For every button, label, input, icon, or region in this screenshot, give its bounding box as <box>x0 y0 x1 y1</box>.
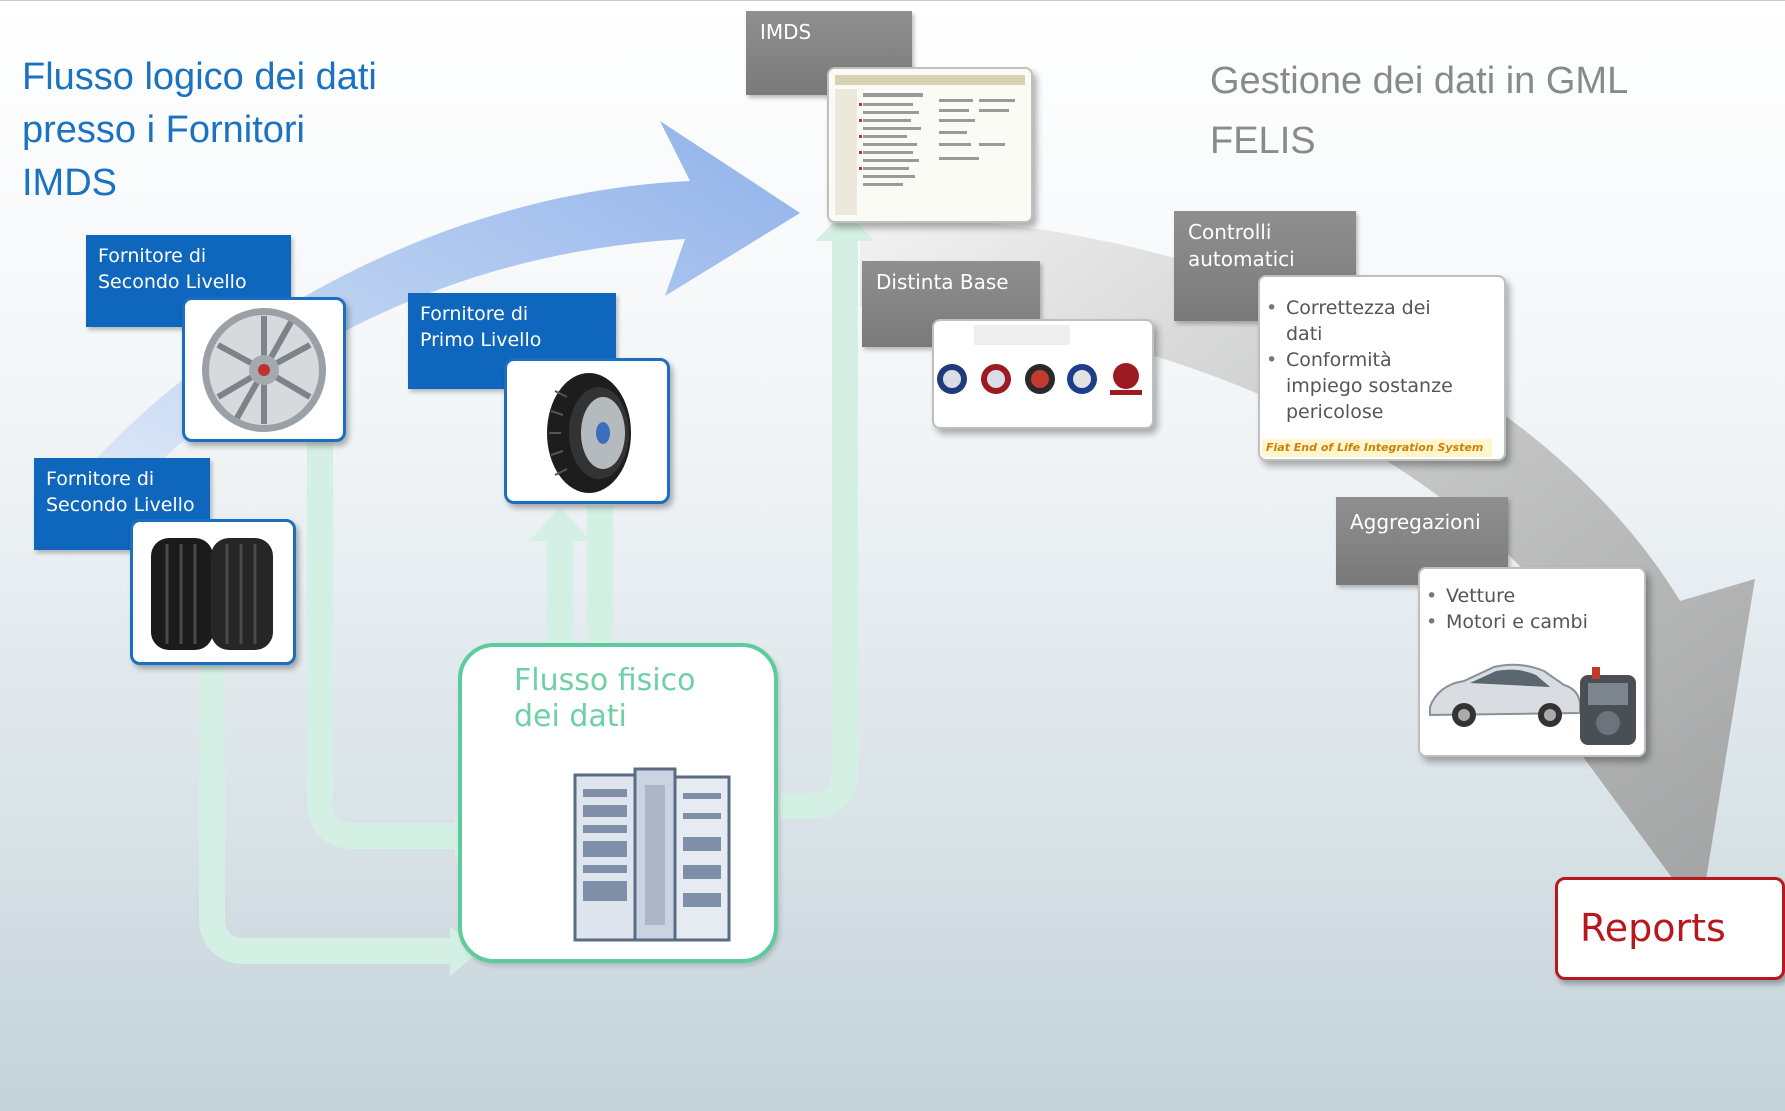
controlli-label-line: automatici <box>1188 247 1295 271</box>
imds-label-text: IMDS <box>760 20 812 44</box>
imds-screenshot-icon <box>829 69 1031 221</box>
physical-flow-arrowhead-tyre <box>530 506 590 541</box>
car-engine-icon <box>1429 663 1636 745</box>
distinta-base-label-text: Distinta Base <box>876 270 1009 294</box>
supplier-label-line: Fornitore di <box>98 245 207 267</box>
brand-logos-icon <box>937 325 1142 395</box>
logical-flow-title-line-1: Flusso logico dei dati <box>22 56 377 98</box>
aggregazioni-label-text: Aggregazioni <box>1350 510 1481 534</box>
bullet-line: pericolose <box>1286 401 1384 423</box>
physical-flow-title-line: dei dati <box>514 699 627 734</box>
gml-title: Gestione dei dati in GML FELIS <box>1210 51 1730 171</box>
aggregazioni-bullet-motori: Motori e cambi <box>1420 609 1644 635</box>
logical-flow-title: Flusso logico dei dati presso i Fornitor… <box>22 51 482 210</box>
supplier-label-line: Fornitore di <box>420 303 529 325</box>
aggregazioni-bullet-vetture: Vetture <box>1420 583 1644 609</box>
supplier-label-line: Secondo Livello <box>46 494 195 516</box>
controlli-bullet-correctness: Correttezza dei dati <box>1260 295 1504 347</box>
tyre-icon <box>547 373 631 493</box>
bullet-line: Conformità <box>1286 349 1392 371</box>
tyres-pair-icon <box>151 538 273 650</box>
tyres-pair-card <box>130 519 296 665</box>
physical-flow-title-line: Flusso fisico <box>514 663 696 698</box>
physical-flow-arrowhead-imds <box>815 211 875 241</box>
brand-logos-card <box>932 319 1154 429</box>
controlli-automatici-card: Correttezza dei dati Conformità impiego … <box>1258 275 1506 461</box>
physical-flow-imds-pipe <box>780 236 858 819</box>
supplier-label-line: Fornitore di <box>46 468 155 490</box>
physical-flow-arrowhead-tyres <box>450 926 480 976</box>
aggregazioni-card: Vetture Motori e cambi <box>1418 567 1646 757</box>
gml-title-line-1: Gestione dei dati in GML <box>1210 60 1629 102</box>
alloy-wheel-card <box>182 297 346 442</box>
supplier-label-line: Primo Livello <box>420 329 542 351</box>
server-rack-icon <box>573 767 731 942</box>
aggregazioni-bullets: Vetture Motori e cambi <box>1420 583 1644 635</box>
bullet-line: dati <box>1286 323 1323 345</box>
bullet-line: Correttezza dei <box>1286 297 1431 319</box>
physical-flow-wheel-pipe <box>307 441 460 849</box>
physical-flow-tyres-pipe <box>199 661 450 964</box>
controlli-bullet-compliance: Conformità impiego sostanze pericolose <box>1260 347 1504 425</box>
physical-flow-box: Flusso fisico dei dati <box>458 643 778 963</box>
alloy-wheel-icon <box>202 308 326 432</box>
logical-flow-arrow <box>40 121 800 556</box>
controlli-bullets: Correttezza dei dati Conformità impiego … <box>1260 295 1504 425</box>
tyre-card <box>504 358 670 504</box>
supplier-label-line: Secondo Livello <box>98 271 247 293</box>
bullet-line: impiego sostanze <box>1286 375 1453 397</box>
physical-flow-title: Flusso fisico dei dati <box>514 663 695 735</box>
gml-title-line-2: FELIS <box>1210 120 1316 162</box>
logical-flow-title-line-2: presso i Fornitori <box>22 109 305 151</box>
reports-box: Reports <box>1555 877 1785 980</box>
imds-screenshot-card <box>827 67 1033 223</box>
logical-flow-title-line-3: IMDS <box>22 162 117 204</box>
controlli-label-line: Controlli <box>1188 220 1272 244</box>
felis-tag: Fiat End of Life Integration System <box>1262 439 1492 457</box>
